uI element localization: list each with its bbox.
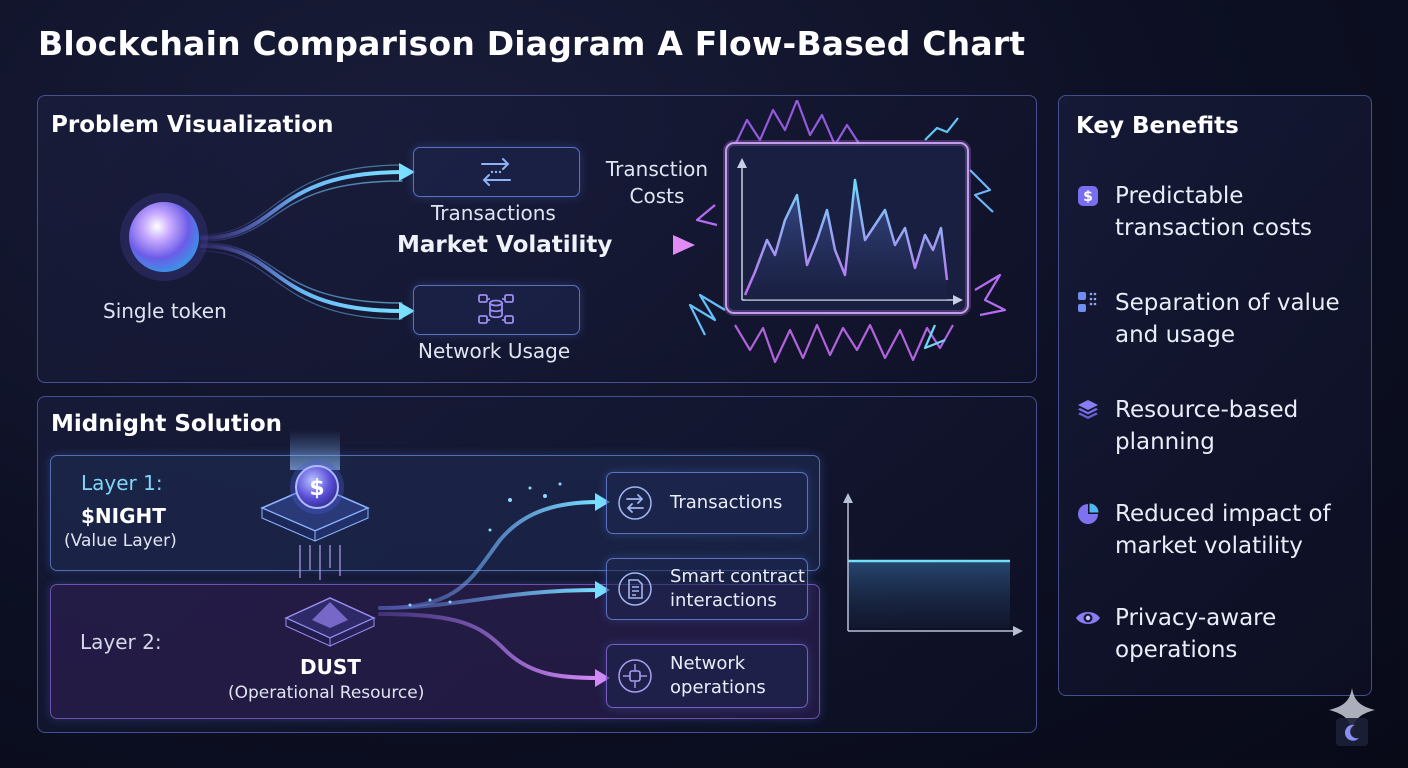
output-transactions-box: Transactions — [606, 472, 808, 534]
layer2-label: Layer 2: — [80, 630, 162, 654]
benefit-item-3: Resource-based planning — [1115, 394, 1298, 458]
solution-flow-graphic: $ — [260, 430, 610, 687]
layers-icon — [1078, 400, 1098, 419]
benefit-2-line1: Separation of value — [1115, 290, 1340, 316]
eye-icon — [1076, 612, 1100, 624]
benefit-item-1: Predictable transaction costs — [1115, 180, 1312, 244]
output-smart-contract-line2: interactions — [670, 590, 777, 611]
volatility-chart — [688, 100, 1007, 364]
network-node-icon — [618, 659, 652, 693]
benefit-item-4: Reduced impact of market volatility — [1115, 498, 1331, 562]
problem-transactions-box — [413, 147, 580, 197]
benefit-5-line1: Privacy-aware — [1115, 605, 1277, 631]
problem-network-box — [413, 285, 580, 335]
problem-heading: Problem Visualization — [51, 112, 334, 138]
problem-transactions-label: Transactions — [431, 201, 556, 225]
pie-icon — [1078, 503, 1099, 524]
benefits-panel — [1058, 95, 1372, 696]
transaction-costs-line2: Costs — [629, 184, 685, 208]
benefit-5-line2: operations — [1115, 637, 1238, 663]
solution-heading: Midnight Solution — [51, 411, 283, 437]
transaction-costs-line1: Transction — [605, 157, 709, 181]
benefits-heading: Key Benefits — [1076, 113, 1239, 139]
layer2-desc: (Operational Resource) — [228, 683, 425, 703]
benefit-4-line1: Reduced impact of — [1115, 501, 1331, 527]
sparkle-logo-icon — [1329, 688, 1375, 746]
split-icon — [1078, 292, 1097, 312]
output-network-line1: Network — [670, 653, 746, 674]
svg-text:$: $ — [1083, 189, 1093, 205]
benefit-item-5: Privacy-aware operations — [1115, 602, 1276, 666]
output-smart-contract-line1: Smart contract — [670, 566, 805, 587]
output-network-box: Network operations — [606, 644, 808, 708]
layer1-label: Layer 1: — [81, 471, 163, 495]
benefit-1-line2: transaction costs — [1115, 215, 1312, 241]
output-network-line2: operations — [670, 677, 766, 698]
benefit-item-2: Separation of value and usage — [1115, 287, 1340, 351]
output-transactions-label: Transactions — [670, 492, 783, 513]
layer1-desc: (Value Layer) — [64, 531, 177, 551]
output-smart-contract-box: Smart contract interactions — [606, 558, 808, 620]
exchange-icon — [618, 486, 652, 520]
document-icon — [618, 572, 652, 606]
exchange-icon — [481, 158, 511, 186]
transaction-costs-label: Transction Costs — [600, 156, 714, 210]
benefit-4-line2: market volatility — [1115, 533, 1303, 559]
layer1-token: $NIGHT — [81, 504, 166, 528]
network-usage-label: Network Usage — [418, 339, 571, 363]
stable-cost-chart — [843, 493, 1023, 636]
layer2-token: DUST — [300, 655, 361, 679]
benefit-3-line2: planning — [1115, 429, 1215, 455]
benefit-1-line1: Predictable — [1115, 183, 1244, 209]
benefit-2-line2: and usage — [1115, 322, 1235, 348]
single-token-label: Single token — [103, 299, 227, 323]
market-volatility-label: Market Volatility — [397, 232, 613, 258]
dollar-icon: $ — [1078, 186, 1098, 206]
network-icon — [478, 294, 514, 324]
page-title: Blockchain Comparison Diagram A Flow-Bas… — [38, 24, 1026, 63]
svg-text:$: $ — [309, 476, 324, 501]
problem-flow-lines — [120, 163, 695, 320]
benefit-3-line1: Resource-based — [1115, 397, 1299, 423]
